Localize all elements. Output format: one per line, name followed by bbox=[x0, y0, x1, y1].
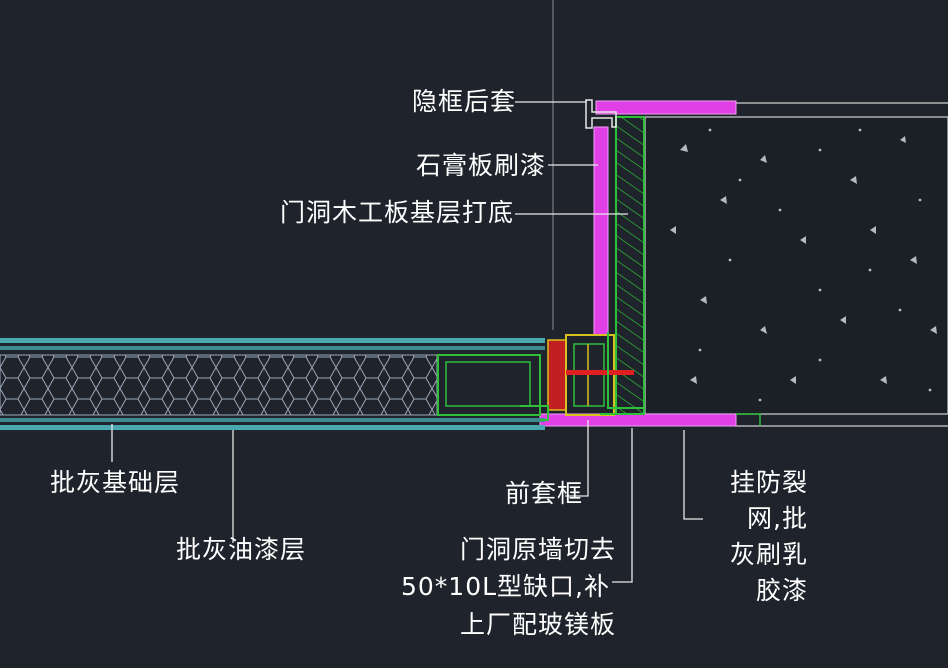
label-anti-crack-line4: 胶漆 bbox=[755, 576, 808, 605]
label-door-opening-plywood-base: 门洞木工板基层打底 bbox=[279, 198, 514, 227]
concrete-speckle bbox=[670, 128, 937, 402]
door-edge-inner bbox=[445, 361, 531, 407]
label-anti-crack-line3: 灰刷乳 bbox=[729, 540, 808, 569]
bottom-stop bbox=[520, 405, 549, 421]
label-hidden-frame-back-cover: 隐框后套 bbox=[411, 87, 516, 116]
label-putty-paint-layer: 批灰油漆层 bbox=[176, 535, 307, 564]
putty-paint-bottom bbox=[0, 425, 545, 430]
label-wall-cut-line2: 50*10L型缺口,补 bbox=[401, 572, 610, 601]
front-frame-body bbox=[547, 339, 567, 411]
honeycomb-core bbox=[0, 354, 438, 416]
gypsum-board-vertical bbox=[593, 126, 609, 336]
leader-wall-cut bbox=[612, 428, 633, 583]
front-frame-bracket bbox=[600, 332, 645, 415]
label-wall-cut-line3: 上厂配玻镁板 bbox=[459, 610, 616, 639]
label-wall-cut-line1: 门洞原墙切去 bbox=[459, 535, 616, 564]
plywood-base-layer bbox=[615, 116, 645, 415]
wall-corner-detail bbox=[736, 413, 761, 426]
label-anti-crack-line1: 挂防裂 bbox=[729, 468, 808, 497]
hidden-frame-back-cover bbox=[585, 99, 617, 129]
gypsum-board-top bbox=[595, 100, 737, 115]
leader-anti-crack bbox=[683, 430, 703, 520]
label-front-cover-frame: 前套框 bbox=[504, 479, 583, 508]
putty-base-bottom bbox=[0, 418, 545, 422]
putty-paint-top bbox=[0, 338, 545, 343]
label-gypsum-board-paint: 石膏板刷漆 bbox=[415, 151, 546, 180]
concrete-wall bbox=[644, 116, 948, 415]
leader-front-frame bbox=[565, 420, 589, 497]
label-putty-base-layer: 批灰基础层 bbox=[50, 468, 181, 497]
putty-base-top bbox=[0, 346, 545, 350]
anchor-bolt bbox=[566, 370, 634, 375]
label-anti-crack-line2: 网,批 bbox=[747, 504, 808, 533]
